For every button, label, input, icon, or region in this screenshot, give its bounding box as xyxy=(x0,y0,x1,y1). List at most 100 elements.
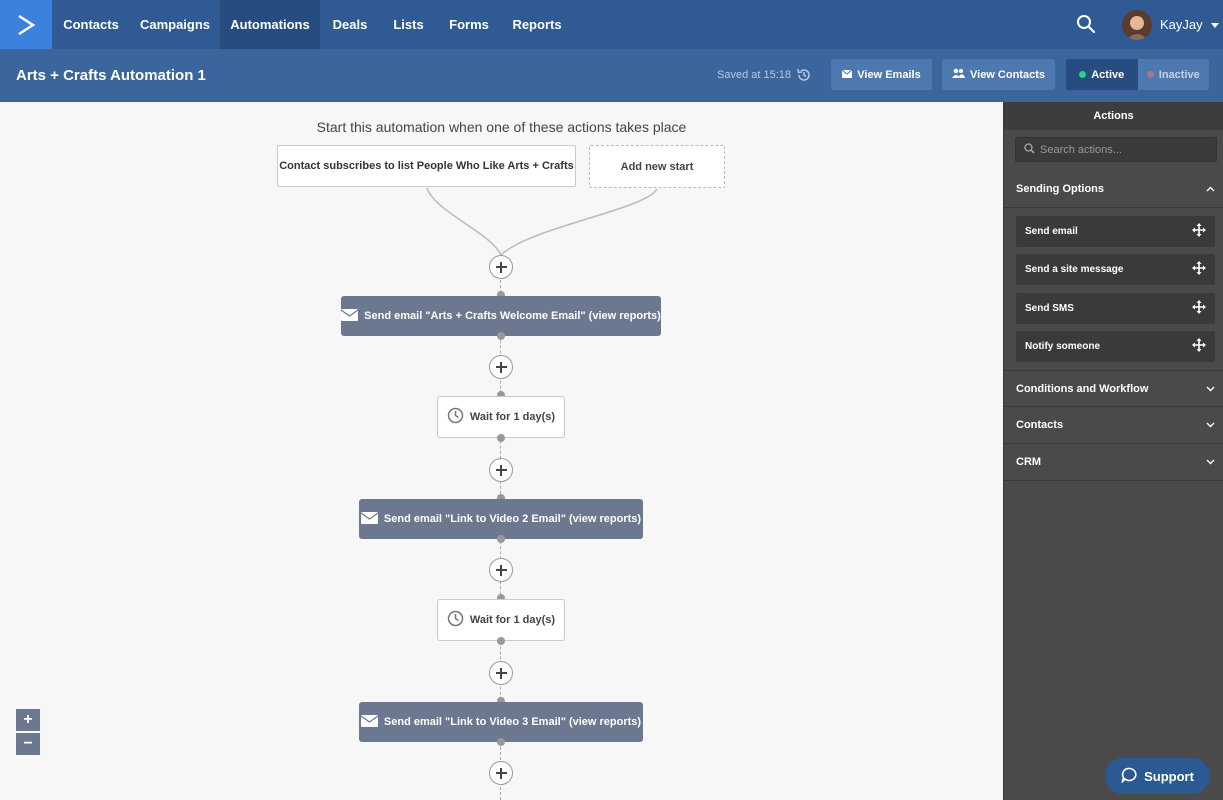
connector-dot xyxy=(497,291,505,299)
add-step-button[interactable] xyxy=(489,558,513,582)
chevron-up-icon xyxy=(1206,183,1215,195)
chevron-down-icon xyxy=(1211,23,1220,29)
wait-step[interactable]: Wait for 1 day(s) xyxy=(437,599,565,641)
section-sending-options[interactable]: Sending Options xyxy=(1004,171,1223,208)
envelope-icon xyxy=(340,308,359,324)
section-label: Contacts xyxy=(1016,419,1064,431)
action-send-sms[interactable]: Send SMS xyxy=(1016,293,1215,324)
view-contacts-button[interactable]: View Contacts xyxy=(942,59,1055,90)
send-email-step[interactable]: Send email "Link to Video 2 Email" (view… xyxy=(359,499,643,539)
nav-campaigns[interactable]: Campaigns xyxy=(139,17,211,32)
activecampaign-logo-icon[interactable] xyxy=(0,0,52,49)
active-dot-icon xyxy=(1079,71,1087,78)
start-instructions: Start this automation when one of these … xyxy=(316,119,687,135)
move-icon xyxy=(1192,223,1206,240)
action-label: Send SMS xyxy=(1025,303,1074,314)
step-label: Send email "Arts + Crafts Welcome Email"… xyxy=(364,310,661,322)
action-label: Notify someone xyxy=(1025,341,1101,352)
connector-dot xyxy=(497,434,505,442)
add-step-button[interactable] xyxy=(489,661,513,685)
connector-dot xyxy=(497,738,505,746)
automation-titlebar: Arts + Crafts Automation 1 Saved at 15:1… xyxy=(0,49,1223,102)
move-icon xyxy=(1192,300,1206,317)
trigger-connector-lines xyxy=(426,187,658,256)
action-notify-someone[interactable]: Notify someone xyxy=(1016,331,1215,362)
section-crm[interactable]: CRM xyxy=(1004,444,1223,481)
step-label: Send email "Link to Video 2 Email" (view… xyxy=(383,513,642,525)
status-toggle: Active Inactive xyxy=(1066,59,1209,90)
active-toggle[interactable]: Active xyxy=(1066,59,1138,90)
chevron-down-icon xyxy=(1206,419,1215,431)
actions-panel-title: Actions xyxy=(1004,102,1223,130)
support-label: Support xyxy=(1144,768,1194,784)
users-icon xyxy=(952,68,965,81)
connector-dot xyxy=(497,697,505,705)
section-label: Conditions and Workflow xyxy=(1016,382,1149,395)
automation-canvas[interactable]: Start this automation when one of these … xyxy=(0,102,1003,800)
search-icon xyxy=(1024,141,1035,159)
add-step-button[interactable] xyxy=(489,355,513,379)
nav-automations[interactable]: Automations xyxy=(220,0,320,49)
user-menu[interactable]: KayJay xyxy=(1160,0,1220,49)
nav-forms[interactable]: Forms xyxy=(449,17,489,32)
search-icon[interactable] xyxy=(1074,12,1098,36)
step-label: Wait for 1 day(s) xyxy=(469,411,556,423)
clock-icon xyxy=(447,407,464,427)
avatar[interactable] xyxy=(1122,10,1152,40)
add-new-start-button[interactable]: Add new start xyxy=(589,145,725,188)
send-email-step[interactable]: Send email "Link to Video 3 Email" (view… xyxy=(359,702,643,742)
step-label: Wait for 1 day(s) xyxy=(469,614,556,626)
send-email-step[interactable]: Send email "Arts + Crafts Welcome Email"… xyxy=(340,296,661,336)
inactive-toggle[interactable]: Inactive xyxy=(1137,59,1209,90)
envelope-icon xyxy=(841,69,853,81)
move-icon xyxy=(1192,338,1206,355)
connector-dot xyxy=(497,494,505,502)
nav-lists[interactable]: Lists xyxy=(393,17,424,32)
connector-dot xyxy=(497,594,505,602)
envelope-icon xyxy=(360,511,379,527)
view-contacts-label: View Contacts xyxy=(970,68,1045,81)
step-label: Send email "Link to Video 3 Email" (view… xyxy=(383,716,642,728)
add-step-button[interactable] xyxy=(489,255,513,279)
envelope-icon xyxy=(360,714,379,730)
chevron-down-icon xyxy=(1206,456,1215,468)
username-label: KayJay xyxy=(1160,17,1203,32)
section-label: CRM xyxy=(1016,456,1042,468)
chevron-down-icon xyxy=(1206,383,1215,395)
action-send-email[interactable]: Send email xyxy=(1016,216,1215,247)
zoom-out-button[interactable]: − xyxy=(16,733,40,755)
start-trigger[interactable]: Contact subscribes to list People Who Li… xyxy=(277,145,576,187)
zoom-in-button[interactable]: + xyxy=(16,709,40,731)
nav-reports[interactable]: Reports xyxy=(512,17,562,32)
inactive-dot-icon xyxy=(1146,71,1154,78)
section-label: Sending Options xyxy=(1016,183,1104,195)
view-emails-label: View Emails xyxy=(857,68,921,81)
nav-contacts[interactable]: Contacts xyxy=(63,17,119,32)
inactive-label: Inactive xyxy=(1158,68,1200,81)
saved-status: Saved at 15:18 xyxy=(717,69,792,81)
clock-icon xyxy=(447,610,464,630)
connector-dot xyxy=(497,391,505,399)
section-conditions-workflow[interactable]: Conditions and Workflow xyxy=(1004,370,1223,407)
connector-dot xyxy=(497,535,505,543)
chat-bubble-icon xyxy=(1121,767,1138,786)
actions-search[interactable] xyxy=(1015,137,1217,162)
actions-panel: Actions Sending Options Send email Send … xyxy=(1003,102,1223,800)
nav-deals[interactable]: Deals xyxy=(332,17,368,32)
add-step-button[interactable] xyxy=(489,761,513,785)
action-label: Send email xyxy=(1025,226,1078,237)
action-label: Send a site message xyxy=(1025,264,1124,275)
history-icon[interactable] xyxy=(796,67,812,83)
connector-dot xyxy=(497,332,505,340)
add-step-button[interactable] xyxy=(489,458,513,482)
connector-dot xyxy=(497,637,505,645)
action-send-site-message[interactable]: Send a site message xyxy=(1016,254,1215,285)
wait-step[interactable]: Wait for 1 day(s) xyxy=(437,396,565,438)
page-title: Arts + Crafts Automation 1 xyxy=(16,67,206,84)
view-emails-button[interactable]: View Emails xyxy=(831,59,932,90)
actions-search-input[interactable] xyxy=(1040,143,1210,156)
section-contacts[interactable]: Contacts xyxy=(1004,407,1223,444)
active-label: Active xyxy=(1091,68,1125,81)
move-icon xyxy=(1192,261,1206,278)
support-button[interactable]: Support xyxy=(1105,758,1210,794)
